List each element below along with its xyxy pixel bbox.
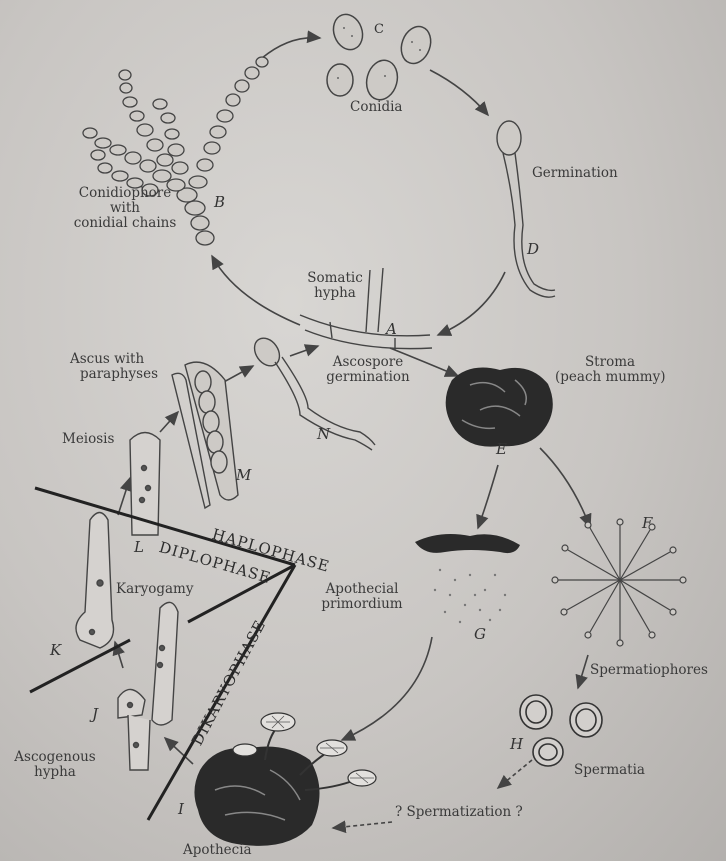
- label-stroma: Stroma(peach mummy): [555, 355, 665, 385]
- stroma-peach-mummy: [446, 368, 553, 447]
- arrow-meiosis-to-ascus: [160, 412, 178, 432]
- letter-g: G: [474, 625, 486, 643]
- arrow-stroma-to-spermatiophores: [540, 448, 590, 527]
- label-spermatiophores: Spermatiophores: [590, 663, 708, 678]
- letter-e: E: [496, 440, 507, 458]
- arrow-ascospore-to-hypha: [290, 346, 318, 356]
- arrow-k-to-meiosis: [118, 478, 130, 515]
- letter-h: H: [510, 735, 523, 753]
- label-spermatia: Spermatia: [574, 763, 645, 778]
- letter-c: C: [374, 22, 384, 37]
- label-apothecia: Apothecia: [183, 843, 252, 858]
- letter-m: M: [236, 466, 251, 484]
- arrow-spermatization-to-apothecia: [333, 822, 392, 828]
- arrow-germination-to-hypha: [438, 272, 505, 335]
- arrow-ascus-to-ascospore: [222, 366, 253, 383]
- label-germination: Germination: [532, 166, 618, 181]
- letter-j: J: [92, 705, 98, 723]
- label-karyogamy: Karyogamy: [116, 582, 193, 597]
- letter-i: I: [178, 800, 184, 818]
- label-ascogenous-hypha: Ascogenoushypha: [10, 750, 100, 780]
- label-ascospore-germination: Ascosporegermination: [318, 355, 418, 385]
- letter-k: K: [50, 641, 61, 659]
- letter-l: L: [134, 538, 144, 556]
- label-conidia: Conidia: [350, 100, 402, 115]
- arrow-conidiophore-to-conidia: [262, 38, 320, 58]
- letter-b: B: [214, 193, 225, 211]
- letter-d: D: [527, 240, 539, 258]
- arrow-primordium-to-apothecia: [342, 637, 432, 740]
- letter-n: N: [317, 425, 330, 443]
- arrow-spermatiophores-down: [578, 655, 588, 688]
- arrow-stroma-to-primordium: [478, 465, 498, 528]
- arrow-conidia-to-germination: [430, 70, 488, 115]
- ascogenous-hypha: [118, 602, 178, 770]
- letter-f: F: [642, 514, 652, 532]
- apothecial-primordium: [415, 534, 520, 623]
- label-spermatization: ? Spermatization ?: [395, 805, 523, 820]
- letter-a: A: [386, 320, 397, 338]
- ascus-drawing: [172, 362, 238, 508]
- ascospore-drawing: [249, 333, 375, 450]
- label-ascus: Ascus withparaphyses: [70, 352, 158, 382]
- germinating-conidium: [497, 121, 555, 297]
- label-apothecial-primordium: Apothecialprimordium: [312, 582, 412, 612]
- label-somatic-hypha: Somatichypha: [300, 271, 370, 301]
- spermatia-drawing: [520, 695, 602, 766]
- karyogamy-cell: [76, 513, 114, 649]
- arrow-hypha-to-conidiophore: [212, 256, 300, 325]
- label-conidiophore: Conidiophorewithconidial chains: [60, 186, 190, 231]
- spermatiophores-drawing: [552, 519, 686, 646]
- label-meiosis: Meiosis: [62, 432, 114, 447]
- arrow-spermatia-to-spermatization: [498, 760, 532, 788]
